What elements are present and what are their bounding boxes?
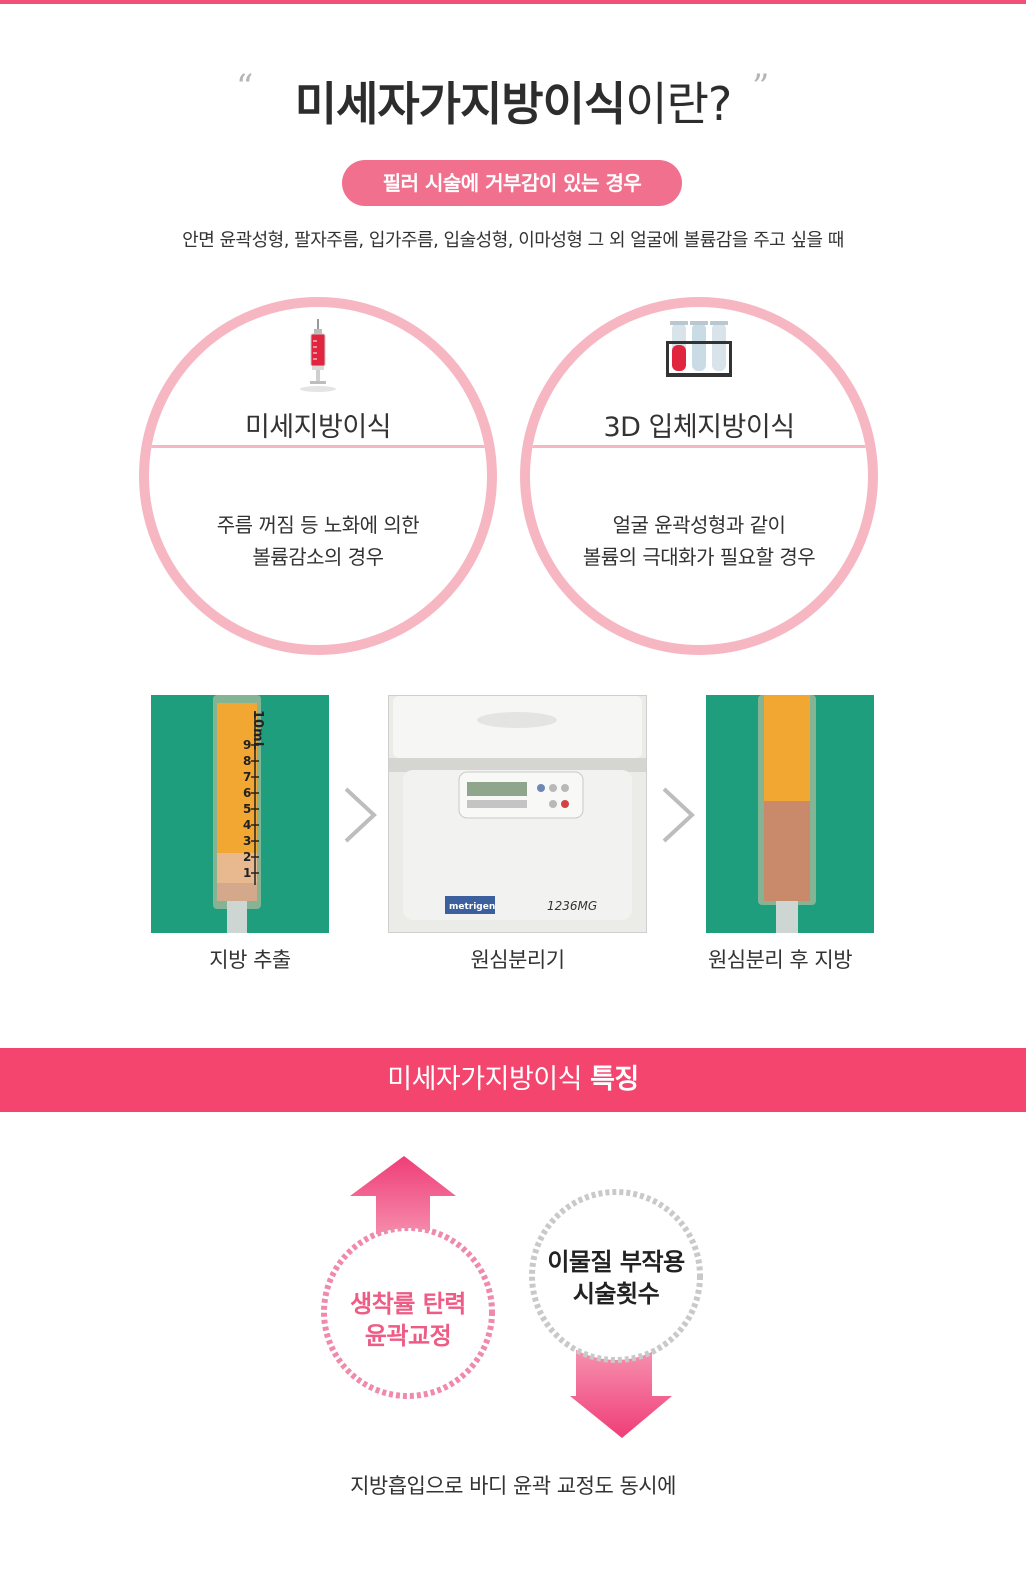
svg-text:9: 9 bbox=[243, 738, 251, 752]
up-feature-circle bbox=[321, 1225, 495, 1399]
3d-fat-graft-circle: 3D 입체지방이식 얼굴 윤곽성형과 같이 볼륨의 극대화가 필요할 경우 bbox=[520, 297, 878, 655]
desc-line: 주름 꺼짐 등 노화에 의한 bbox=[216, 513, 420, 537]
top-accent-line bbox=[0, 0, 1026, 4]
circle-description: 주름 꺼짐 등 노화에 의한 볼륨감소의 경우 bbox=[149, 509, 487, 573]
circle-divider bbox=[149, 445, 487, 448]
centrifuge-photo: metrigen 1236MG bbox=[388, 695, 647, 933]
svg-text:6: 6 bbox=[243, 786, 251, 800]
title-block: “ 미세자가지방이식이란? ” bbox=[0, 70, 1026, 140]
test-tubes-icon bbox=[664, 319, 734, 385]
title-strong: 미세자가지방이식 bbox=[294, 77, 627, 131]
filler-reluctance-badge: 필러 시술에 거부감이 있는 경우 bbox=[342, 160, 682, 206]
svg-text:8: 8 bbox=[243, 754, 251, 768]
circle-title: 미세지방이식 bbox=[244, 412, 392, 443]
step-caption: 원심분리 후 지방 bbox=[707, 948, 853, 972]
up-feature-text: 생착률 탄력 윤곽교정 bbox=[321, 1288, 495, 1352]
step-caption: 원심분리기 bbox=[470, 948, 565, 972]
circle-description: 얼굴 윤곽성형과 같이 볼륨의 극대화가 필요할 경우 bbox=[530, 509, 868, 573]
chevron-right-icon bbox=[658, 785, 698, 845]
syringe-icon bbox=[298, 319, 338, 399]
desc-line: 볼륨의 극대화가 필요할 경우 bbox=[582, 545, 816, 569]
circle-title: 3D 입체지방이식 bbox=[603, 412, 795, 443]
band-title-bold: 특징 bbox=[590, 1064, 639, 1095]
subtitle: 안면 윤곽성형, 팔자주름, 입가주름, 입술성형, 이마성형 그 외 얼굴에 … bbox=[182, 230, 844, 251]
arrow-up-icon bbox=[350, 1156, 456, 1250]
quote-open-icon: “ bbox=[236, 67, 254, 107]
feature-line: 생착률 탄력 bbox=[350, 1290, 466, 1318]
fat-extraction-photo: 10mL 9 8 7 6 5 4 3 2 1 bbox=[151, 695, 329, 933]
features-band: 미세자가지방이식 특징 bbox=[0, 1048, 1026, 1112]
svg-text:4: 4 bbox=[243, 818, 251, 832]
separated-fat-photo bbox=[706, 695, 874, 933]
centrifuge-brand-label: metrigen bbox=[449, 902, 495, 912]
desc-line: 볼륨감소의 경우 bbox=[252, 545, 384, 569]
chevron-right-icon bbox=[340, 785, 380, 845]
syringe-volume-label: 10mL bbox=[250, 710, 265, 750]
bottom-note: 지방흡입으로 바디 윤곽 교정도 동시에 bbox=[350, 1474, 676, 1498]
desc-line: 얼굴 윤곽성형과 같이 bbox=[612, 513, 786, 537]
arrow-down-icon bbox=[570, 1340, 672, 1438]
svg-text:5: 5 bbox=[243, 802, 251, 816]
feature-line: 윤곽교정 bbox=[364, 1322, 452, 1350]
down-feature-circle bbox=[529, 1189, 703, 1363]
band-title-light: 미세자가지방이식 bbox=[387, 1064, 591, 1095]
features-graphic bbox=[321, 1156, 703, 1438]
circle-divider bbox=[530, 445, 868, 448]
svg-text:7: 7 bbox=[243, 770, 251, 784]
svg-text:2: 2 bbox=[243, 850, 251, 864]
feature-line: 시술횟수 bbox=[572, 1280, 660, 1308]
micro-fat-graft-circle: 미세지방이식 주름 꺼짐 등 노화에 의한 볼륨감소의 경우 bbox=[139, 297, 497, 655]
centrifuge-model-label: 1236MG bbox=[547, 899, 597, 913]
step-caption: 지방 추출 bbox=[209, 948, 291, 972]
page-title: 미세자가지방이식이란? bbox=[0, 76, 1026, 132]
title-light: 이란? bbox=[625, 77, 732, 131]
down-feature-text: 이물질 부작용 시술횟수 bbox=[529, 1246, 703, 1310]
quote-close-icon: ” bbox=[752, 67, 770, 107]
feature-line: 이물질 부작용 bbox=[547, 1248, 685, 1276]
svg-text:1: 1 bbox=[243, 866, 251, 880]
svg-text:3: 3 bbox=[243, 834, 251, 848]
